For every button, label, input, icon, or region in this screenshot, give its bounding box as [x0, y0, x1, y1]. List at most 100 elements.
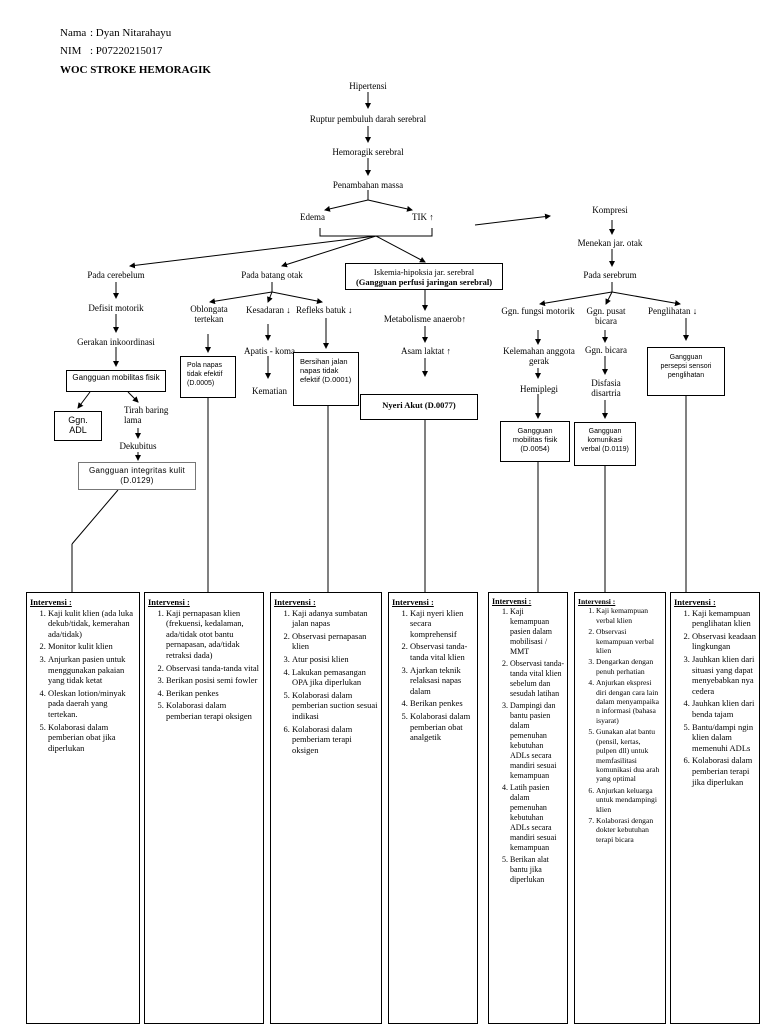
node-pada-serebrum: Pada serebrum	[583, 270, 637, 280]
intervention-item: Bantu/dampi ngin klien dalam memenuhi AD…	[692, 722, 756, 754]
box-gangguan-persepsi: Gangguan persepsi sensori penglihatan	[647, 347, 725, 396]
intervention-box-7: Intervensi : Kaji kemampuan penglihatan …	[670, 592, 760, 1024]
intervention-item: Lakukan pemasangan OPA jika diperlukan	[292, 667, 378, 688]
intervention-item: Observasi kemampuan verbal klien	[596, 627, 662, 655]
node-apatis-koma: Apatis - koma	[244, 346, 295, 356]
intervention-list-5: Kaji kemampuan pasien dalam mobilisasi /…	[492, 607, 564, 885]
intervention-item: Dampingi dan bantu pasien dalam pemenuha…	[510, 701, 564, 781]
intervention-item: Kaji adanya sumbatan jalan napas	[292, 608, 378, 629]
node-edema: Edema	[300, 212, 325, 222]
node-ruptur: Ruptur pembuluh darah serebral	[309, 114, 427, 124]
intervention-item: Berikan penkes	[166, 688, 260, 699]
intervention-item: Kolaborasi dalam pemberian terapi jika d…	[692, 755, 756, 787]
intervention-item: Kaji kulit klien (ada luka dekub/tidak, …	[48, 608, 136, 640]
box-iskemia: Iskemia-hipoksia jar. serebral (Gangguan…	[345, 263, 503, 290]
intervention-item: Atur posisi klien	[292, 654, 378, 665]
intervention-item: Jauhkan klien dari situasi yang dapat me…	[692, 654, 756, 696]
intervention-list-3: Kaji adanya sumbatan jalan napas Observa…	[274, 608, 378, 756]
node-ggn-pusat-bicara: Ggn. pusat bicara	[586, 306, 626, 326]
intervention-item: Kaji kemampuan pasien dalam mobilisasi /…	[510, 607, 564, 657]
intervention-item: Anjurkan keluarga untuk mendampingi klie…	[596, 786, 662, 814]
iskemia-line2: (Gangguan perfusi jaringan serebral)	[355, 277, 493, 287]
node-hipertensi: Hipertensi	[349, 81, 387, 91]
intervention-box-1: Intervensi : Kaji kulit klien (ada luka …	[26, 592, 140, 1024]
intervention-list-4: Kaji nyeri klien secara komprehensif Obs…	[392, 608, 474, 743]
intervention-title-4: Intervensi :	[392, 597, 434, 607]
node-hemoragik: Hemoragik serebral	[332, 147, 404, 157]
node-kompresi: Kompresi	[592, 205, 628, 215]
node-pada-batang-otak: Pada batang otak	[241, 270, 303, 280]
intervention-item: Anjurkan ekspresi diri dengan cara lain …	[596, 678, 662, 725]
intervention-item: Jauhkan klien dari benda tajam	[692, 698, 756, 719]
node-kesadaran: Kesadaran ↓	[246, 305, 291, 315]
intervention-list-7: Kaji kemampuan penglihatan klien Observa…	[674, 608, 756, 788]
node-penglihatan: Penglihatan ↓	[648, 306, 698, 316]
box-pola-napas: Pola napas tidak efektif (D.0005)	[180, 356, 236, 398]
intervention-item: Kaji kemampuan verbal klien	[596, 606, 662, 625]
node-hemiplegi: Hemiplegi	[520, 384, 558, 394]
intervention-item: Berikan penkes	[410, 698, 474, 709]
intervention-list-1: Kaji kulit klien (ada luka dekub/tidak, …	[30, 608, 136, 754]
intervention-item: Kolaborasi dalam pemberiam terapi oksige…	[292, 724, 378, 756]
node-refleks-batuk: Refleks batuk ↓	[296, 305, 353, 315]
node-tik: TIK ↑	[412, 212, 434, 222]
node-oblongata: Oblongata tertekan	[190, 304, 228, 324]
page-title: WOC STROKE HEMORAGIK	[60, 64, 211, 76]
box-gangguan-integritas-kulit: Gangguan integritas kulit (D.0129)	[78, 462, 196, 490]
node-gerakan-inkoordinasi: Gerakan inkoordinasi	[77, 337, 155, 347]
node-kelemahan: Kelemahan anggota gerak	[503, 346, 575, 366]
intervention-title-6: Intervensi :	[578, 597, 616, 606]
intervention-item: Observasi tanda-tanda vital klien	[410, 641, 474, 662]
node-menekan: Menekan jar. otak	[577, 238, 643, 248]
intervention-item: Kolaborasi dalam pemberian obat jika dip…	[48, 722, 136, 754]
intervention-box-4: Intervensi : Kaji nyeri klien secara kom…	[388, 592, 478, 1024]
intervention-item: Observasi pernapasan klien	[292, 631, 378, 652]
node-penambahan-massa: Penambahan massa	[332, 180, 404, 190]
nama-label: Nama	[60, 27, 87, 39]
box-gangguan-komunikasi: Gangguan komunikasi verbal (D.0119)	[574, 422, 636, 466]
intervention-box-6: Intervensi : Kaji kemampuan verbal klien…	[574, 592, 666, 1024]
nim-value: : P07220215017	[90, 45, 163, 57]
intervention-item: Gunakan alat bantu (pensil, kertas, pulp…	[596, 727, 662, 783]
intervention-item: Oleskan lotion/minyak pada daerah yang t…	[48, 688, 136, 720]
nim-label: NIM	[60, 45, 82, 57]
node-tirah-baring: Tirah baring lama	[124, 405, 169, 425]
intervention-item: Kaji pernapasan klien (frekuensi, kedala…	[166, 608, 260, 661]
nama-value: : Dyan Nitarahayu	[90, 27, 172, 39]
intervention-item: Kolaborasi dalam pemberian obat analgeti…	[410, 711, 474, 743]
node-kematian: Kematian	[252, 386, 287, 396]
node-disfasia: Disfasia disartria	[591, 378, 621, 398]
intervention-title-3: Intervensi :	[274, 597, 316, 607]
node-defisit-motorik: Defisit motorik	[88, 303, 144, 313]
intervention-title-1: Intervensi :	[30, 597, 72, 607]
intervention-item: Monitor kulit klien	[48, 641, 136, 652]
intervention-box-5: Intervensi : Kaji kemampuan pasien dalam…	[488, 592, 568, 1024]
intervention-box-2: Intervensi : Kaji pernapasan klien (frek…	[144, 592, 264, 1024]
node-ggn-bicara: Ggn. bicara	[585, 345, 627, 355]
iskemia-line1: Iskemia-hipoksia jar. serebral	[373, 267, 475, 277]
intervention-item: Berikan alat bantu jika diperlukan	[510, 855, 564, 885]
intervention-item: Kolaborasi dalam pemberian terapi oksige…	[166, 700, 260, 721]
node-metabolisme-anaerob: Metabolisme anaerob↑	[383, 314, 467, 324]
intervention-item: Ajarkan teknik relaksasi napas dalam	[410, 665, 474, 697]
box-bersihan-jalan-napas: Bersihan jalan napas tidak efektif (D.00…	[293, 352, 359, 406]
node-pada-cerebelum: Pada cerebelum	[87, 270, 145, 280]
intervention-item: Observasi keadaan lingkungan	[692, 631, 756, 652]
intervention-list-2: Kaji pernapasan klien (frekuensi, kedala…	[148, 608, 260, 722]
intervention-item: Berikan posisi semi fowler	[166, 675, 260, 686]
intervention-item: Latih pasien dalam pemenuhan kebutuhan A…	[510, 783, 564, 853]
intervention-list-6: Kaji kemampuan verbal klien Observasi ke…	[578, 606, 662, 844]
intervention-item: Observasi tanda-tanda vital klien sebelu…	[510, 659, 564, 699]
intervention-box-3: Intervensi : Kaji adanya sumbatan jalan …	[270, 592, 382, 1024]
intervention-item: Kolaborasi dengan dokter kebutuhan terap…	[596, 816, 662, 844]
node-ggn-fungsi-motorik: Ggn. fungsi motorik	[501, 306, 575, 316]
intervention-item: Kaji nyeri klien secara komprehensif	[410, 608, 474, 640]
intervention-item: Kaji kemampuan penglihatan klien	[692, 608, 756, 629]
box-gangguan-mobilitas-fisik: Gangguan mobilitas fisik	[66, 370, 166, 392]
box-nyeri-akut: Nyeri Akut (D.0077)	[360, 394, 478, 420]
box-gangguan-mobilitas-fisik-2: Gangguan mobilitas fisik (D.0054)	[500, 421, 570, 462]
intervention-item: Observasi tanda-tanda vital	[166, 663, 260, 674]
intervention-title-7: Intervensi :	[674, 597, 716, 607]
intervention-title-5: Intervensi :	[492, 597, 532, 606]
